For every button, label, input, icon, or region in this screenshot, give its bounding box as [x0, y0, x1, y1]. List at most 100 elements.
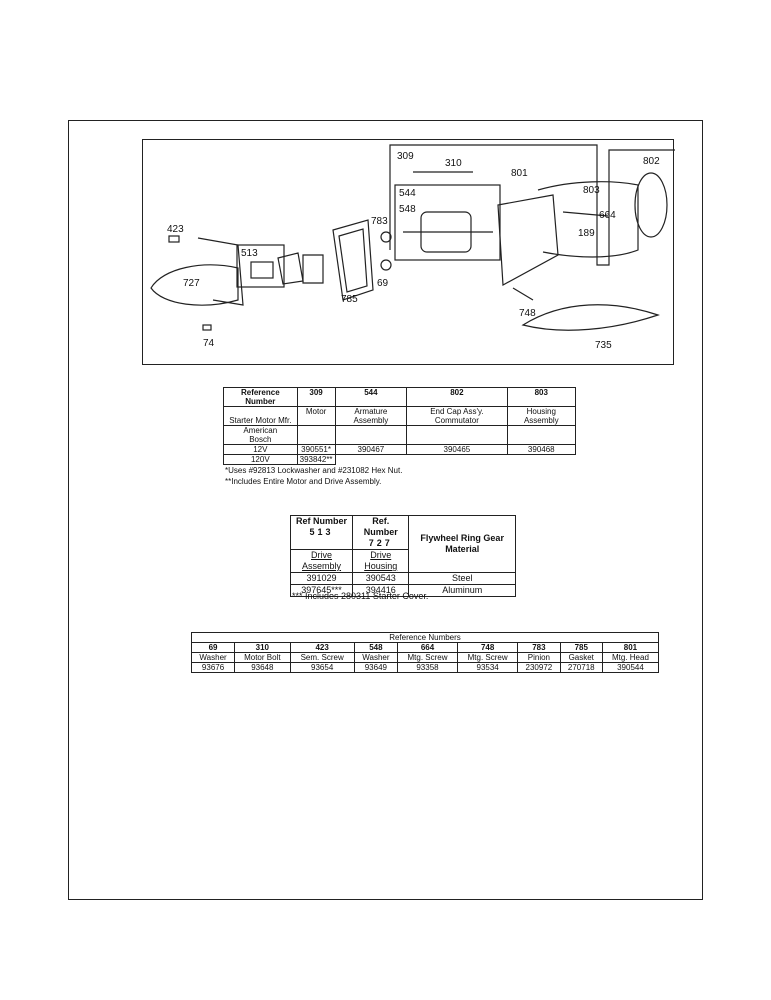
table-cell: Mtg. Head: [601, 652, 660, 663]
table-cell: [334, 425, 408, 445]
table-cell: 12V: [223, 444, 298, 455]
table1-note-2: **Includes Entire Motor and Drive Assemb…: [225, 477, 382, 486]
table-cell: [407, 455, 507, 465]
table-cell: Mtg. Screw: [457, 652, 519, 663]
header-cell: 801: [601, 642, 660, 653]
header-text: Ref. Number: [363, 516, 398, 537]
table-cell: Housing Assembly: [506, 406, 577, 426]
header-cell: Ref. Number 727: [352, 515, 410, 550]
table-header-row: Reference Number 309 544 802 803: [223, 387, 577, 407]
table-cell: 270718: [559, 662, 603, 673]
table-cell: Drive Assembly: [289, 549, 354, 573]
table-cell: 93648: [234, 662, 291, 673]
header-cell: 310: [234, 642, 291, 653]
callout-802: 802: [643, 156, 660, 167]
table-cell: 394416: [352, 584, 410, 597]
table-cell: Steel: [408, 572, 516, 585]
header-value: 513: [309, 527, 334, 537]
table-header-row: Ref Number 513 Ref. Number 727 Flywheel …: [289, 515, 516, 573]
starter-motor-drawing: 309 310 801 802 803 544 548 664 189 783 …: [150, 144, 675, 351]
reference-numbers-table: Reference Numbers 69 310 423 548 664 748…: [190, 632, 660, 673]
page-frame: [68, 120, 703, 900]
table-row: 391029 390543 Steel: [289, 572, 516, 585]
table-row: 397645*** 394416 Aluminum: [289, 584, 516, 597]
table-cell: [296, 425, 336, 445]
header-text: Ref Number: [296, 516, 348, 526]
table-row: American Bosch: [223, 425, 577, 445]
table-cell: Mtg. Screw: [396, 652, 459, 663]
table-row: 93676 93648 93654 93649 93358 93534 2309…: [190, 662, 660, 673]
table-row: Washer Motor Bolt Sem. Screw Washer Mtg.…: [190, 652, 660, 663]
table-cell: 390544: [601, 662, 660, 673]
header-cell: 423: [289, 642, 355, 653]
header-cell: 785: [559, 642, 603, 653]
header-cell: Ref Number 513: [289, 515, 354, 550]
drive-housing-727: [150, 264, 239, 306]
table-cell: 391029: [289, 572, 354, 585]
callout-423: 423: [167, 224, 184, 235]
table-cell: End Cap Ass'y. Commutator: [406, 406, 508, 426]
table-cell: Sem. Screw: [289, 652, 355, 663]
table-cell: [406, 425, 508, 445]
callout-801: 801: [511, 168, 528, 179]
table-cell: 390468: [506, 444, 577, 455]
table-cell: [506, 425, 577, 445]
header-cell: 802: [406, 387, 508, 407]
header-cell: Reference Number: [223, 387, 298, 407]
table-cell: Armature Assembly: [334, 406, 408, 426]
table-cell: Washer: [190, 652, 236, 663]
header-value: 727: [368, 538, 393, 548]
header-cell: 544: [334, 387, 408, 407]
table-row: Starter Motor Mfr. Motor Armature Assemb…: [223, 406, 577, 426]
callout-513: 513: [241, 248, 258, 259]
table-row: Drive Assembly Drive Housing: [289, 549, 516, 573]
callout-783: 783: [371, 216, 388, 227]
callout-310: 310: [445, 158, 462, 169]
table-cell: Washer: [353, 652, 398, 663]
table-cell: [507, 455, 575, 465]
header-cell: 309: [296, 387, 336, 407]
table-cell: American Bosch: [223, 425, 298, 445]
table-cell: Pinion: [517, 652, 561, 663]
table-cell: Starter Motor Mfr.: [223, 406, 298, 426]
header-cell: 664: [396, 642, 459, 653]
callout-74: 74: [203, 338, 215, 349]
table-cell: Drive Housing: [352, 549, 410, 573]
table-header-row: 69 310 423 548 664 748 783 785 801: [190, 642, 660, 653]
box-309: [389, 144, 675, 266]
table-cell: 93654: [289, 662, 355, 673]
table2-note: *** Includes 280311 Starter Cover.: [292, 591, 429, 601]
table-cell: 93676: [190, 662, 236, 673]
table-cell: 390465: [406, 444, 508, 455]
table-cell: 93358: [396, 662, 459, 673]
callout-544: 544: [399, 188, 416, 199]
callout-785: 785: [341, 294, 358, 305]
table-cell: 397645***: [289, 584, 354, 597]
box-513: [236, 244, 285, 288]
callout-727: 727: [183, 278, 200, 289]
callout-735: 735: [595, 340, 612, 351]
table-cell: 120V: [223, 454, 298, 465]
header-cell: 69: [190, 642, 236, 653]
table-row: 12V 390551* 390467 390465 390468: [223, 444, 577, 455]
table-cell: 93649: [353, 662, 398, 673]
callout-189: 189: [578, 228, 595, 239]
table-title-row: Reference Numbers: [191, 632, 659, 643]
table-cell: 93534: [457, 662, 519, 673]
callout-803: 803: [583, 185, 600, 196]
table-row: 120V 393842**: [223, 454, 576, 465]
header-cell: Flywheel Ring Gear Material: [408, 515, 516, 573]
box-544: [394, 184, 501, 261]
callout-309: 309: [397, 151, 414, 162]
callout-664: 664: [599, 210, 616, 221]
header-cell: 783: [517, 642, 561, 653]
starter-motor-table: Reference Number 309 544 802 803 Starter…: [223, 387, 577, 465]
table-title: Reference Numbers: [191, 632, 659, 643]
exploded-diagram: 309 310 801 802 803 544 548 664 189 783 …: [142, 139, 675, 365]
mfr-line: American: [243, 426, 278, 435]
table-cell: Motor: [296, 406, 336, 426]
header-cell: 748: [457, 642, 519, 653]
header-cell: 548: [353, 642, 398, 653]
callout-748: 748: [519, 308, 536, 319]
table-cell: [335, 455, 407, 465]
